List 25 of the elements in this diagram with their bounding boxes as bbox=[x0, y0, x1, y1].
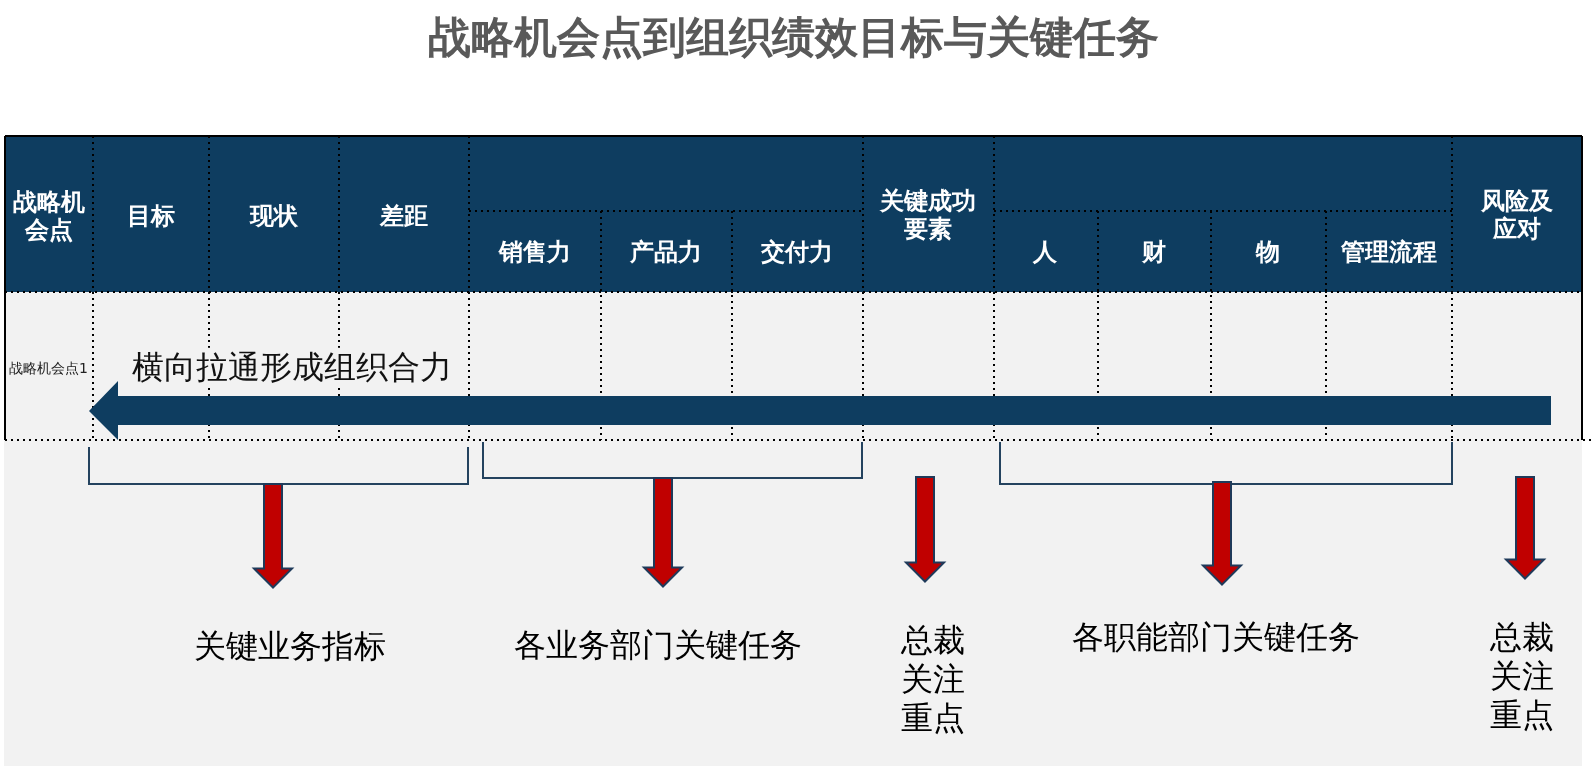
outcome-text: 总裁关注重点 bbox=[1487, 618, 1557, 736]
column-header: 财 bbox=[1142, 239, 1166, 267]
arrow bbox=[251, 483, 295, 589]
column-header: 产品力 bbox=[630, 239, 702, 267]
column-header: 人 bbox=[1033, 239, 1057, 267]
column-header: 管理流程 bbox=[1341, 239, 1437, 267]
arrow bbox=[903, 476, 947, 583]
column-header: 差距 bbox=[380, 203, 428, 231]
outcome-text: 总裁关注重点 bbox=[898, 621, 968, 739]
outcome-text: 关键业务指标 bbox=[194, 627, 386, 667]
title: 战略机会点到组织绩效目标与关键任务 bbox=[427, 12, 1159, 64]
column-header: 交付力 bbox=[761, 239, 833, 267]
column-header: 物 bbox=[1256, 239, 1280, 267]
arrow bbox=[641, 477, 685, 588]
column-header: 关键成功要素 bbox=[879, 188, 977, 244]
outcome-text: 各业务部门关键任务 bbox=[514, 626, 802, 666]
column-header: 销售力 bbox=[499, 239, 571, 267]
row-header: 战略机会点1 bbox=[9, 359, 88, 377]
column-header: 目标 bbox=[127, 203, 175, 231]
arrow bbox=[1503, 476, 1547, 580]
arrow bbox=[1200, 481, 1244, 586]
outcome-text: 各职能部门关键任务 bbox=[1072, 618, 1360, 658]
column-header: 现状 bbox=[250, 203, 298, 231]
column-header: 风险及应对 bbox=[1480, 188, 1554, 244]
column-header: 战略机会点 bbox=[12, 189, 86, 245]
